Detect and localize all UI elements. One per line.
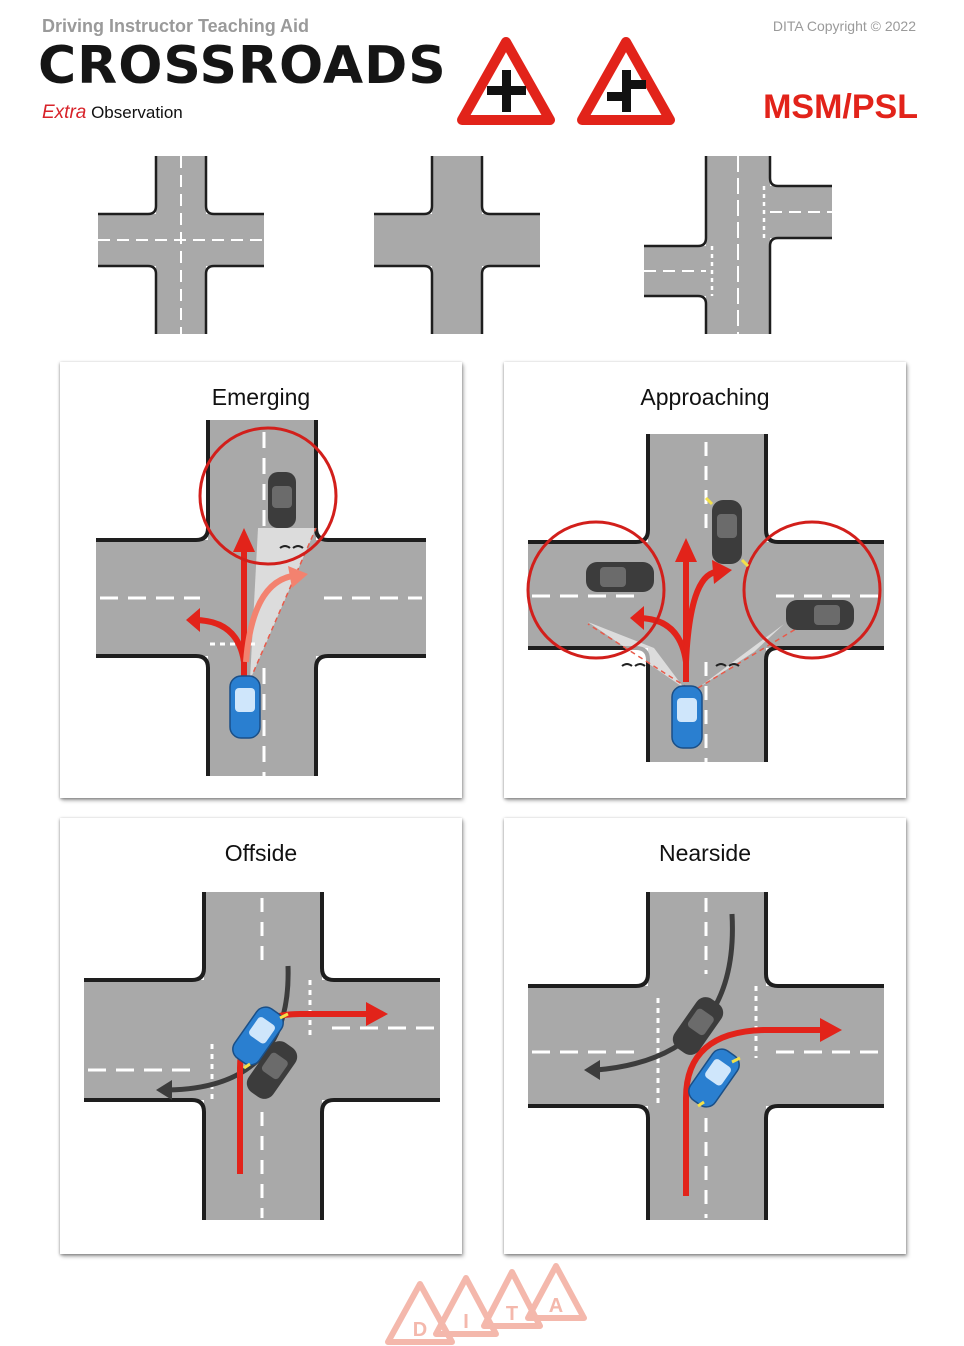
junction-no-markings-diagram xyxy=(374,156,540,334)
crossroads-sign-icon xyxy=(457,37,555,125)
dita-logo: D I T A xyxy=(385,1263,587,1345)
panel-nearside: Nearside xyxy=(504,818,906,1254)
logo-letter-a: A xyxy=(549,1295,563,1317)
eyes-icon xyxy=(279,545,304,549)
panel-title-approaching: Approaching xyxy=(640,384,770,410)
panel-title-emerging: Emerging xyxy=(211,384,311,410)
subtitle-observation: Observation xyxy=(86,103,183,122)
subtitle: Extra Observation xyxy=(42,102,183,124)
logo-letter-t: T xyxy=(506,1303,518,1325)
kicker-text: Driving Instructor Teaching Aid xyxy=(42,16,310,36)
junction-major-road-diagram xyxy=(644,156,832,334)
junction-dashed-centre-diagram xyxy=(98,156,264,334)
panel-emerging: Emerging xyxy=(60,362,462,798)
nearside-diagram xyxy=(528,892,884,1220)
panel-approaching: Approaching xyxy=(504,362,906,798)
panel-title-offside: Offside xyxy=(224,840,298,866)
panel-offside: Offside xyxy=(60,818,462,1254)
offside-diagram xyxy=(84,892,440,1220)
staggered-crossroads-sign-icon xyxy=(577,37,675,125)
method-label: MSM/PSL xyxy=(763,88,918,126)
approaching-diagram xyxy=(526,434,884,762)
page-title: CROSSROADS xyxy=(38,36,447,96)
panel-title-nearside: Nearside xyxy=(658,840,752,866)
subtitle-extra: Extra xyxy=(42,102,87,123)
copyright-text: DITA Copyright © 2022 xyxy=(772,18,916,34)
eyes-left-icon xyxy=(621,663,646,667)
logo-letter-i: I xyxy=(463,1311,469,1333)
logo-letter-d: D xyxy=(413,1319,427,1341)
emerging-diagram xyxy=(96,420,426,776)
eyes-right-icon xyxy=(715,663,740,667)
